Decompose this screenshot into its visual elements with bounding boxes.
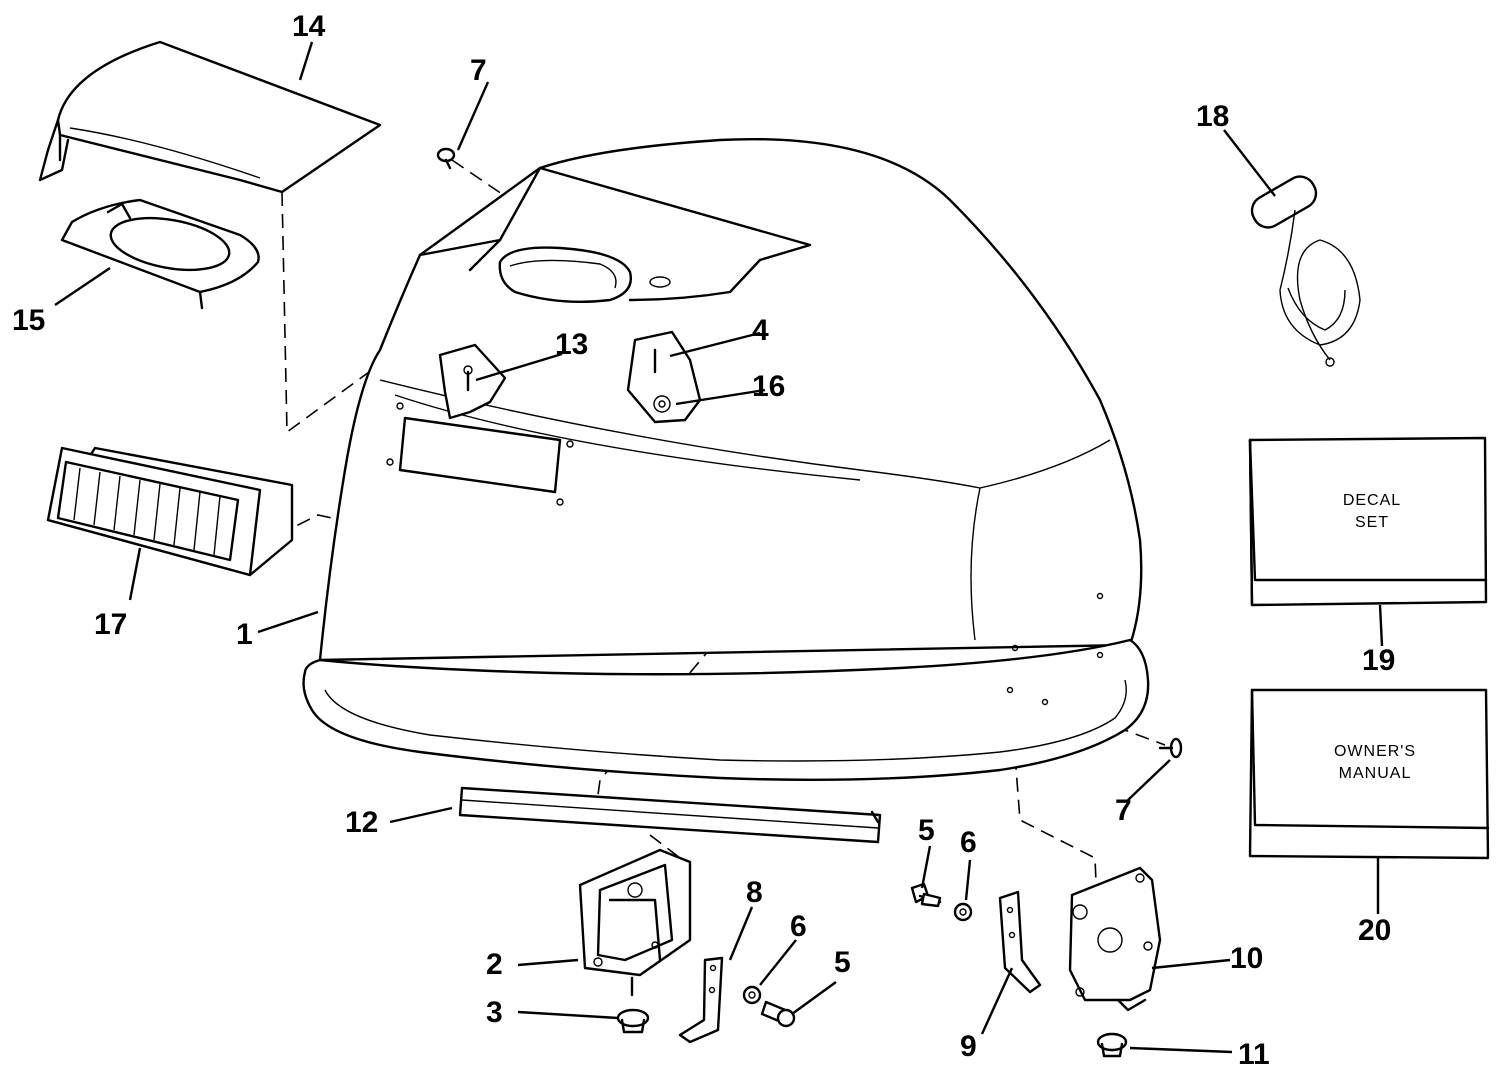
decal-set-box: DECAL SET bbox=[1248, 436, 1488, 607]
callout-7-right: 7 bbox=[1115, 794, 1132, 827]
callout-8: 8 bbox=[746, 876, 763, 909]
manual-label-line2: MANUAL bbox=[1339, 765, 1412, 782]
latch-clip-right bbox=[998, 890, 1042, 994]
seal-strip bbox=[458, 786, 882, 844]
callout-5-upper: 5 bbox=[918, 814, 935, 847]
callout-7-top: 7 bbox=[470, 54, 487, 87]
screw-upper bbox=[910, 882, 942, 908]
callout-6-upper: 6 bbox=[960, 826, 977, 859]
latch-clip-left bbox=[678, 956, 724, 1044]
callout-4: 4 bbox=[752, 314, 769, 347]
callout-15: 15 bbox=[12, 304, 45, 337]
latch-plate-left bbox=[438, 343, 507, 420]
callout-19: 19 bbox=[1362, 644, 1395, 677]
owners-manual-box: OWNER'S MANUAL bbox=[1248, 688, 1490, 860]
callout-13: 13 bbox=[555, 328, 588, 361]
latch-bracket bbox=[578, 848, 692, 997]
callout-labels: 14 7 18 15 13 4 16 17 1 19 7 12 5 6 8 6 … bbox=[12, 10, 1395, 1071]
callout-18: 18 bbox=[1196, 100, 1229, 133]
leader-lines bbox=[54, 41, 1384, 1054]
screw-side-right bbox=[1158, 737, 1183, 759]
latch-mechanism bbox=[1068, 866, 1162, 1012]
lanyard bbox=[1250, 175, 1361, 367]
decal-label-line2: SET bbox=[1355, 514, 1389, 531]
callout-9: 9 bbox=[960, 1030, 977, 1063]
engine-cover bbox=[302, 137, 1150, 781]
screw-lower bbox=[760, 1000, 796, 1028]
washer-upper bbox=[953, 902, 973, 922]
callout-3: 3 bbox=[486, 996, 503, 1029]
callout-16: 16 bbox=[752, 370, 785, 403]
screw-top-left bbox=[436, 147, 456, 170]
callout-2: 2 bbox=[486, 948, 503, 981]
washer-lower bbox=[742, 985, 762, 1005]
callout-11: 11 bbox=[1238, 1038, 1270, 1071]
manual-label-line1: OWNER'S bbox=[1334, 743, 1416, 760]
callout-5-lower: 5 bbox=[834, 946, 851, 979]
top-cover bbox=[38, 40, 382, 194]
callout-1: 1 bbox=[236, 618, 253, 651]
callout-12: 12 bbox=[345, 806, 378, 839]
callout-17: 17 bbox=[94, 608, 127, 641]
rubber-bumper-left bbox=[616, 1008, 650, 1034]
callout-20: 20 bbox=[1358, 914, 1391, 947]
rubber-bumper-right bbox=[1096, 1032, 1128, 1058]
vent-grille bbox=[46, 446, 294, 577]
latch-plate-right bbox=[626, 330, 702, 424]
callout-6-lower: 6 bbox=[790, 910, 807, 943]
gasket bbox=[60, 198, 260, 310]
callout-10: 10 bbox=[1230, 942, 1263, 975]
decal-label-line1: DECAL bbox=[1343, 492, 1401, 509]
callout-14: 14 bbox=[292, 10, 326, 43]
